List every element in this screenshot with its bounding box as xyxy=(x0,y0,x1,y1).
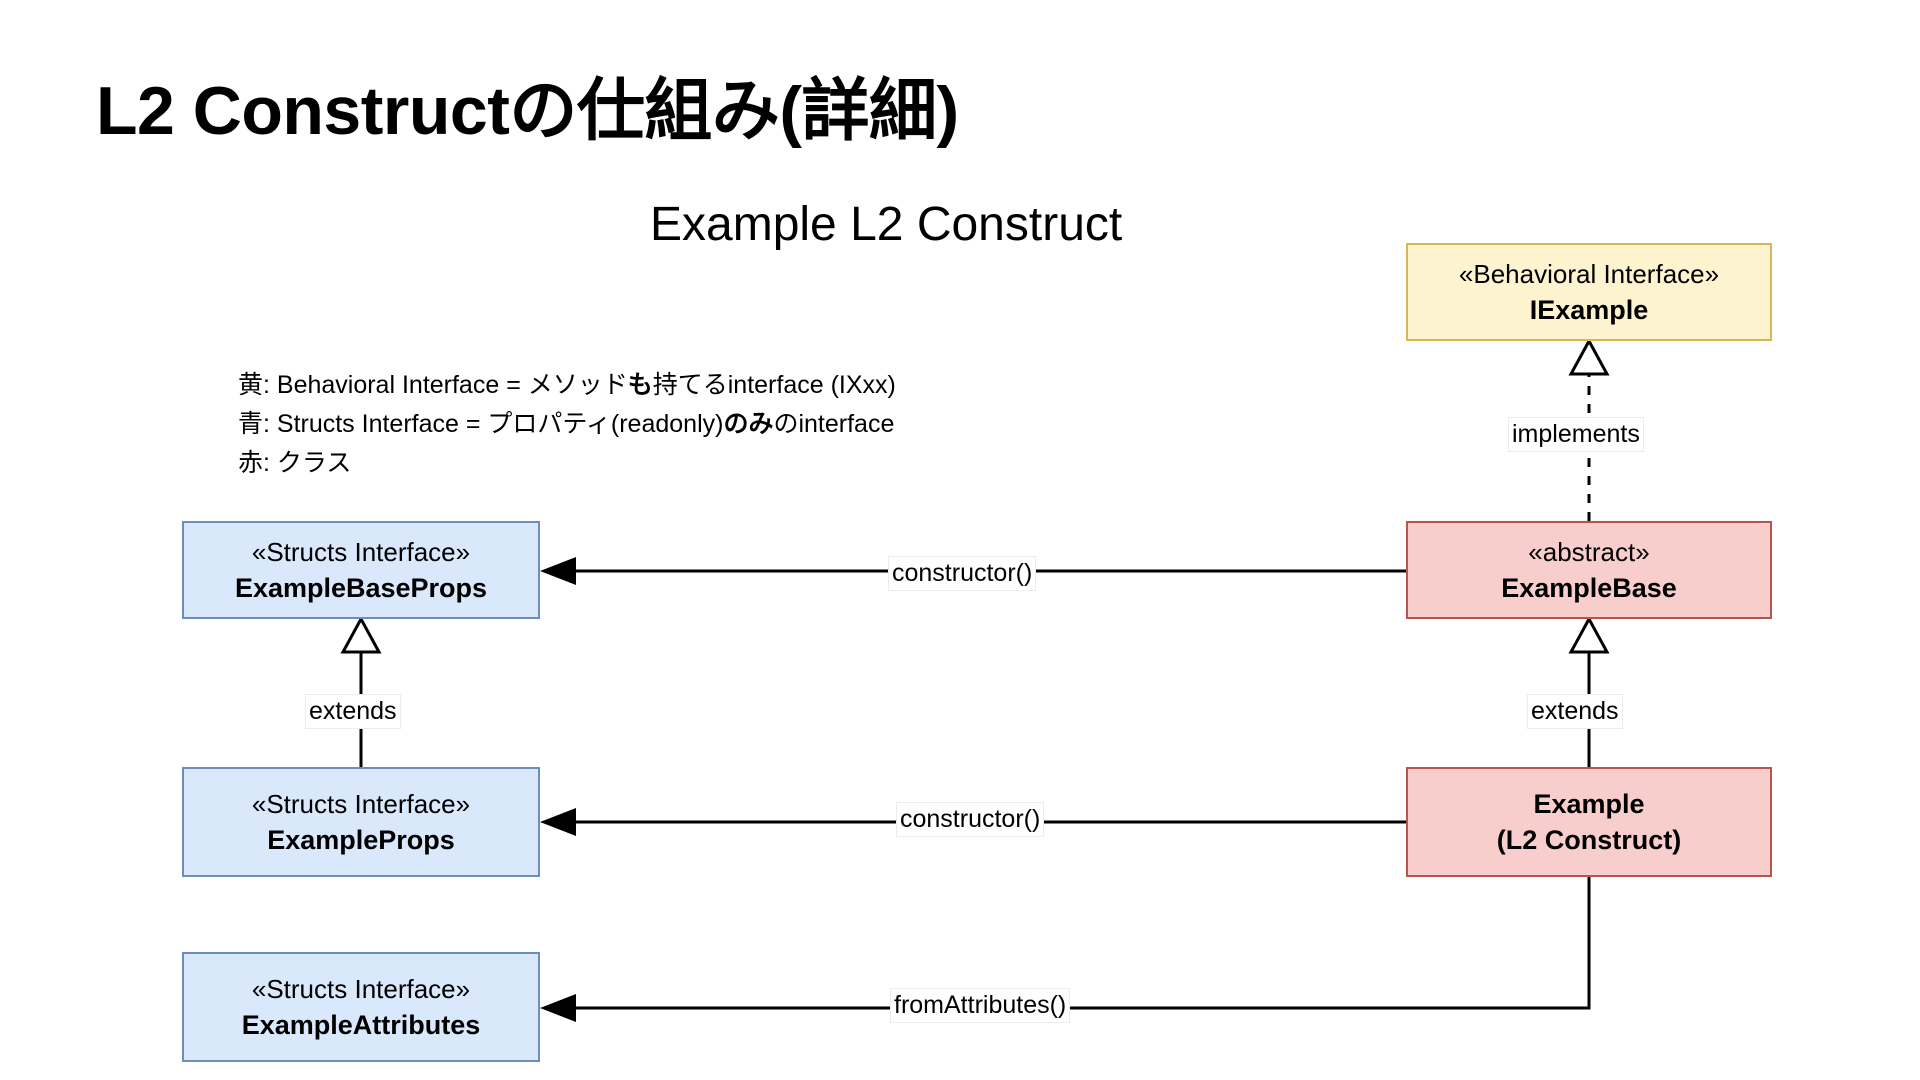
iexample-name: IExample xyxy=(1529,295,1649,325)
example-name-line2: (L2 Construct) xyxy=(1496,825,1682,855)
exampleprops-stereotype: «Structs Interface» xyxy=(251,789,471,819)
class-box-examplebaseprops[interactable]: «Structs Interface» ExampleBaseProps xyxy=(182,521,540,619)
examplebaseprops-stereotype: «Structs Interface» xyxy=(251,537,471,567)
iexample-stereotype: «Behavioral Interface» xyxy=(1458,259,1720,289)
edge-label-extends-right: extends xyxy=(1527,694,1623,729)
exampleattributes-name: ExampleAttributes xyxy=(241,1010,481,1040)
class-box-iexample[interactable]: «Behavioral Interface» IExample xyxy=(1406,243,1772,341)
filled-arrow-icon xyxy=(540,994,576,1022)
class-box-exampleattributes[interactable]: «Structs Interface» ExampleAttributes xyxy=(182,952,540,1062)
edge-label-implements: implements xyxy=(1508,417,1644,452)
examplebase-name: ExampleBase xyxy=(1501,573,1677,603)
legend-line-yellow-suffix: 持てるinterface (IXxx) xyxy=(652,371,896,399)
class-box-example[interactable]: Example (L2 Construct) xyxy=(1406,767,1772,877)
edge-extends-left xyxy=(340,615,382,767)
class-box-exampleprops[interactable]: «Structs Interface» ExampleProps xyxy=(182,767,540,877)
legend-line-blue-prefix: 青: Structs Interface = プロパティ(readonly) xyxy=(238,410,724,438)
example-name-line1: Example xyxy=(1533,789,1645,819)
hollow-triangle-icon xyxy=(1568,615,1610,654)
legend-line-red: 赤: クラス xyxy=(238,449,352,477)
examplebase-stereotype: «abstract» xyxy=(1528,537,1650,567)
filled-arrow-icon xyxy=(540,808,576,836)
class-box-examplebase[interactable]: «abstract» ExampleBase xyxy=(1406,521,1772,619)
edge-label-extends-left: extends xyxy=(305,694,401,729)
legend-line-yellow-prefix: 黄: Behavioral Interface = メソッド xyxy=(238,371,628,399)
page-subtitle: Example L2 Construct xyxy=(650,198,1123,251)
edge-label-from-attributes: fromAttributes() xyxy=(890,988,1071,1023)
exampleprops-name: ExampleProps xyxy=(267,825,455,855)
legend-block: 黄: Behavioral Interface = メソッドも持てるinterf… xyxy=(238,366,896,483)
legend-line-blue-emphasis: のみ xyxy=(723,410,774,438)
legend-line-blue: 青: Structs Interface = プロパティ(readonly)のみ… xyxy=(238,405,896,444)
legend-line-blue-suffix: のinterface xyxy=(773,410,895,438)
legend-line-yellow: 黄: Behavioral Interface = メソッドも持てるinterf… xyxy=(238,366,896,405)
hollow-triangle-icon xyxy=(340,615,382,654)
edge-extends-right xyxy=(1568,615,1610,767)
filled-arrow-icon xyxy=(540,557,576,585)
edge-label-constructor-impl: constructor() xyxy=(896,802,1045,837)
page-title: L2 Constructの仕組み(詳細) xyxy=(96,73,959,149)
hollow-triangle-icon xyxy=(1568,337,1610,376)
examplebaseprops-name: ExampleBaseProps xyxy=(234,573,488,603)
legend-line-yellow-emphasis: も xyxy=(627,371,653,399)
edge-label-constructor-base: constructor() xyxy=(888,556,1037,591)
exampleattributes-stereotype: «Structs Interface» xyxy=(251,974,471,1004)
